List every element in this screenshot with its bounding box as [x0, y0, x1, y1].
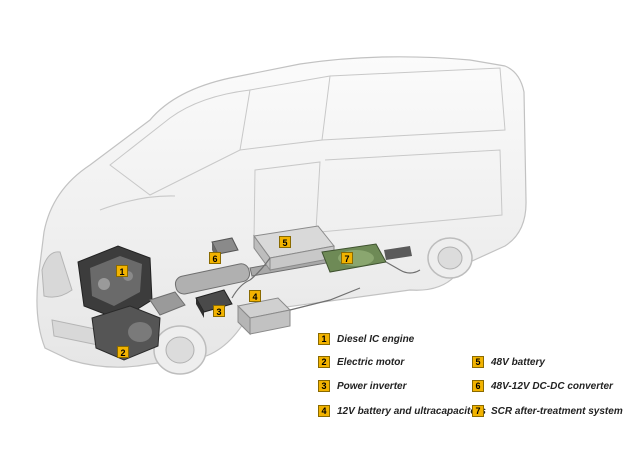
rear-wheel: [427, 237, 473, 279]
legend-label: Electric motor: [337, 356, 405, 368]
marker-7: 7: [341, 252, 353, 264]
legend-item: 4 12V battery and ultracapacitors: [318, 404, 486, 418]
legend-label: 12V battery and ultracapacitors: [337, 405, 486, 417]
legend-label: Diesel IC engine: [337, 333, 415, 345]
legend-item: 1 Diesel IC engine: [318, 332, 414, 346]
legend-number: 5: [472, 356, 484, 368]
legend-item: 2 Electric motor: [318, 355, 404, 369]
legend-number: 4: [318, 405, 330, 417]
legend-number: 2: [318, 356, 330, 368]
legend-number: 1: [318, 333, 330, 345]
marker-5: 5: [279, 236, 291, 248]
electric-motor: [91, 305, 161, 361]
legend-number: 7: [472, 405, 484, 417]
legend-label: 48V-12V DC-DC converter: [491, 380, 613, 392]
legend-item: 6 48V-12V DC-DC converter: [472, 379, 613, 393]
marker-3: 3: [213, 305, 225, 317]
marker-4: 4: [249, 290, 261, 302]
legend-item: 3 Power inverter: [318, 379, 406, 393]
legend-item: 7 SCR after-treatment system: [472, 404, 623, 418]
marker-1: 1: [116, 265, 128, 277]
van-body: [36, 56, 527, 368]
wiring: [231, 257, 421, 311]
battery-48v: [253, 225, 335, 272]
legend-label: 48V battery: [491, 356, 545, 368]
legend-number: 6: [472, 380, 484, 392]
legend-item: 5 48V battery: [472, 355, 545, 369]
front-wheel: [153, 325, 207, 375]
marker-2: 2: [117, 346, 129, 358]
legend-label: SCR after-treatment system: [491, 405, 623, 417]
legend-label: Power inverter: [337, 380, 407, 392]
diesel-engine: [77, 245, 153, 321]
legend-number: 3: [318, 380, 330, 392]
battery-12v: [236, 297, 292, 336]
marker-6: 6: [209, 252, 221, 264]
